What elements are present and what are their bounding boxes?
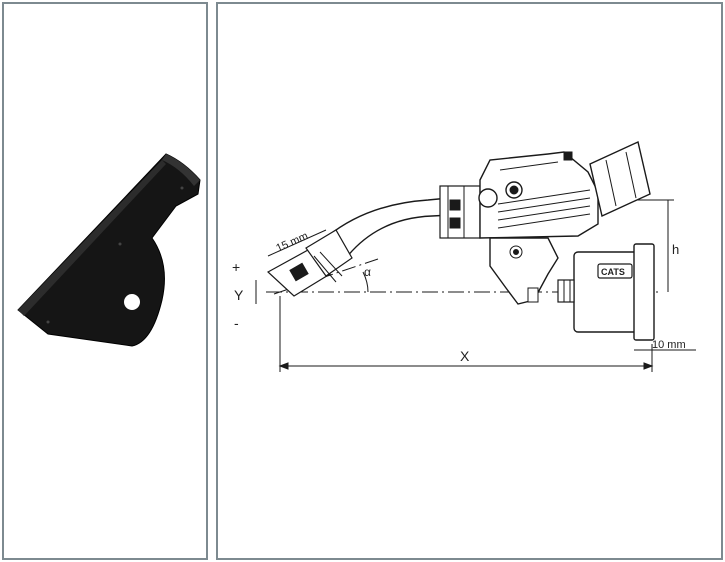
15mm-dimension-line <box>267 229 327 257</box>
y-plus-label: + <box>232 259 240 275</box>
bracket-photo-panel <box>2 2 208 560</box>
h-dimension-label: h <box>672 242 679 257</box>
x-dimension-label: X <box>460 348 470 364</box>
torch-diagram-panel: + Y - α X h 10 mm 15 mm CATS <box>216 2 723 560</box>
10mm-label: 10 mm <box>652 339 686 351</box>
y-axis-label: Y <box>234 287 244 303</box>
brand-badge <box>597 263 633 279</box>
alpha-label: α <box>364 265 371 279</box>
y-minus-label: - <box>234 315 239 331</box>
welding-torch-icon: + Y - α X h 10 mm 15 mm CATS <box>232 141 696 372</box>
mounting-bracket-icon <box>17 153 201 347</box>
15mm-label: 15 mm <box>274 230 310 255</box>
brand-label: CATS <box>601 267 625 277</box>
alpha-arc <box>362 271 369 293</box>
